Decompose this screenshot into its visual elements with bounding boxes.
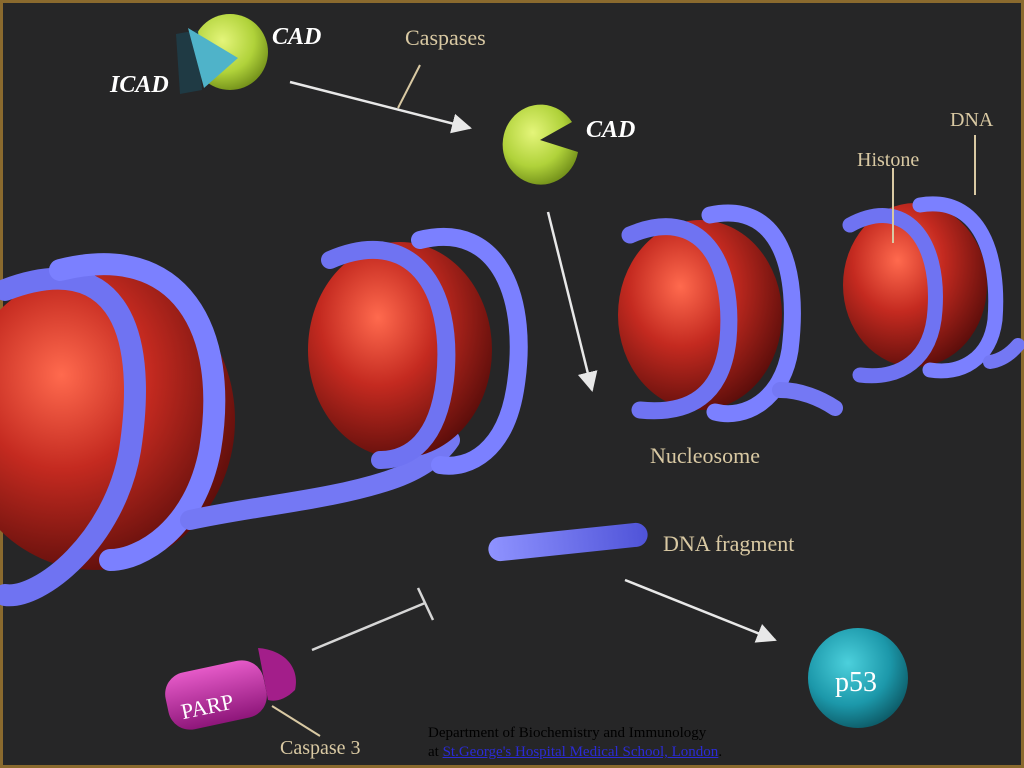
credit-period: . (718, 744, 723, 760)
caspase3-pointer-line (271, 705, 321, 737)
label-dna: DNA (950, 109, 994, 131)
histone-sphere (0, 270, 235, 570)
dna-coil (49, 253, 226, 571)
dna-coil (842, 208, 943, 384)
cad-icad-complex (176, 14, 268, 94)
caspases-pointer-line (397, 64, 421, 109)
arrow-cad-to-nucleosome (546, 211, 598, 392)
parp-complex (165, 648, 296, 730)
nucleosome-1 (0, 253, 235, 607)
label-caspase3: Caspase 3 (280, 737, 361, 759)
linker-dna (983, 338, 1024, 369)
parp-cleaved-piece (258, 648, 296, 701)
dna-coil (621, 218, 738, 420)
linker-dna (772, 382, 843, 416)
label-p53: p53 (835, 667, 877, 698)
dna-coil (701, 204, 801, 423)
credit-text: Department of Biochemistry and Immunolog… (428, 724, 722, 762)
histone-sphere (618, 220, 782, 410)
parp-body (165, 660, 267, 730)
label-cad-mid: CAD (586, 117, 635, 143)
arrow-icad-to-cad (289, 80, 472, 134)
inhibition-line (311, 601, 426, 652)
label-dna-fragment: DNA fragment (663, 531, 794, 556)
arrow-fragment-to-p53 (624, 578, 777, 643)
p53-sphere (808, 628, 908, 728)
dna-coil (321, 241, 456, 469)
credit-link[interactable]: St.George's Hospital Medical School, Lon… (442, 744, 719, 760)
label-icad: ICAD (109, 72, 169, 98)
dna-fragment (488, 522, 648, 562)
label-caspases: Caspases (405, 25, 486, 50)
dna-coil (411, 227, 528, 475)
histone-sphere (308, 242, 492, 458)
credit-line-1: Department of Biochemistry and Immunolog… (428, 725, 707, 741)
nucleosome-4 (842, 196, 1024, 384)
credit-line-2: at St.George's Hospital Medical School, … (428, 743, 722, 762)
nucleosome-3 (618, 204, 843, 423)
dna-coil (0, 267, 146, 607)
dna-fragment-tube (488, 522, 648, 562)
label-histone: Histone (857, 149, 919, 171)
cad-freed-sphere (502, 104, 578, 185)
icad-wedge (188, 28, 238, 88)
label-cad-top: CAD (272, 24, 321, 50)
dna-coil (912, 196, 1004, 379)
credit-at: at (428, 744, 443, 760)
linker-dna (180, 430, 460, 530)
nucleosome-2 (308, 227, 528, 475)
label-nucleosome: Nucleosome (650, 443, 760, 468)
inhibition-bar (416, 587, 435, 621)
histone-sphere (843, 203, 987, 367)
